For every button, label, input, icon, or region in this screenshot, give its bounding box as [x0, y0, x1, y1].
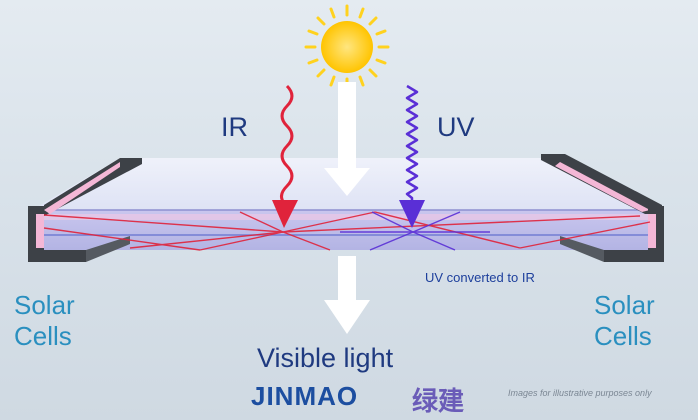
uv-wave-arrow [399, 84, 425, 228]
solar-left-line2: Cells [14, 321, 72, 351]
uv-reflection-lines [340, 211, 490, 251]
visible-light-arrow-out [324, 256, 370, 334]
uv-label: UV [437, 112, 475, 142]
solar-cells-right-label: Solar Cells [594, 290, 655, 352]
sun-icon [304, 4, 390, 90]
ir-label: IR [221, 112, 248, 142]
solar-right-line1: Solar [594, 290, 655, 320]
ir-wave-arrow [272, 84, 298, 228]
ir-reflection-lines [43, 211, 651, 251]
visible-light-arrow-in [324, 82, 370, 196]
watermark-brand: JINMAO [251, 381, 359, 411]
watermark-note: Images for illustrative purposes only [508, 388, 652, 398]
watermark-chinese: 绿建 [412, 386, 465, 416]
solar-cells-left-label: Solar Cells [14, 290, 75, 352]
right-solar-cell-frame [541, 154, 664, 262]
solar-left-line1: Solar [14, 290, 75, 320]
left-solar-cell-frame [28, 158, 142, 262]
solar-right-line2: Cells [594, 321, 652, 351]
uv-converted-label: UV converted to IR [425, 270, 535, 285]
visible-light-label: Visible light [257, 343, 394, 373]
